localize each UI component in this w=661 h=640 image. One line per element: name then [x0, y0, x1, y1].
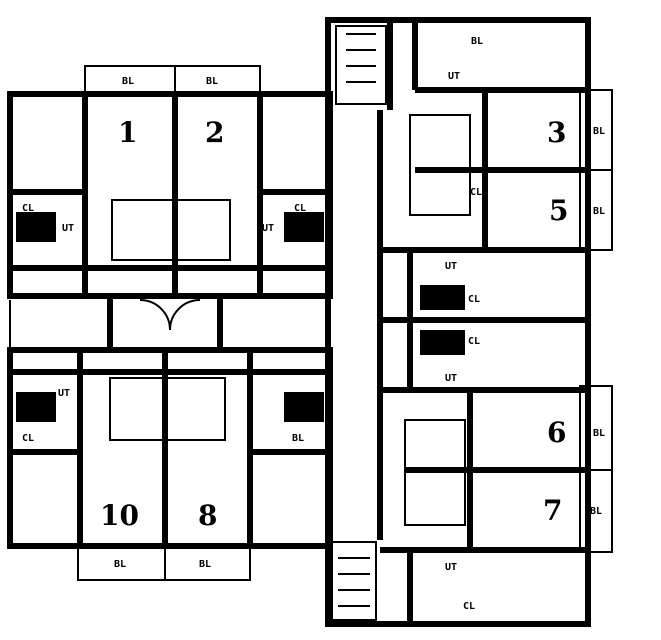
unit-1-label: 1 [118, 116, 137, 149]
unit-7-label: 7 [543, 494, 562, 527]
utility-label: UT [448, 71, 460, 82]
balcony-label: BL [114, 559, 126, 570]
utility-label: UT [262, 223, 274, 234]
closet-label: CL [463, 601, 475, 612]
closet-label: CL [468, 336, 480, 347]
balcony-label: BL [593, 428, 605, 439]
closet-label: CL [468, 294, 480, 305]
utility-label: UT [62, 223, 74, 234]
utility-label: UT [445, 261, 457, 272]
unit-2-label: 2 [205, 116, 224, 149]
balcony-label: BL [471, 36, 483, 47]
utility-label: UT [445, 562, 457, 573]
balcony-labels: BL BL BL BL BL BL BL BL BL BL [114, 36, 605, 570]
closet-label: CL [294, 203, 306, 214]
right-tower [325, 17, 591, 627]
left-upper-block [7, 91, 333, 299]
utility-label: UT [445, 373, 457, 384]
balcony-label: BL [122, 76, 134, 87]
balcony-label: BL [593, 126, 605, 137]
closet-labels: CL CL CL CL CL CL CL [22, 187, 482, 612]
utility-label: UT [58, 388, 70, 399]
balcony-label: BL [206, 76, 218, 87]
unit-5-label: 5 [549, 194, 568, 227]
closet-label: CL [22, 433, 34, 444]
balcony-label: BL [590, 506, 602, 517]
closet-label: CL [22, 203, 34, 214]
unit-8-label: 8 [198, 499, 217, 532]
unit-3-label: 3 [547, 116, 566, 149]
unit-6-label: 6 [547, 416, 566, 449]
balcony-label: BL [593, 206, 605, 217]
closet-label: CL [470, 187, 482, 198]
balcony-label: BL [292, 433, 304, 444]
utility-labels: UT UT UT UT UT UT UT [58, 71, 460, 573]
balcony-label: BL [199, 559, 211, 570]
corridor [9, 296, 223, 350]
unit-numbers: 1 2 3 5 6 7 10 8 [100, 116, 568, 532]
unit-10-label: 10 [100, 499, 139, 532]
left-lower-block [7, 347, 333, 549]
